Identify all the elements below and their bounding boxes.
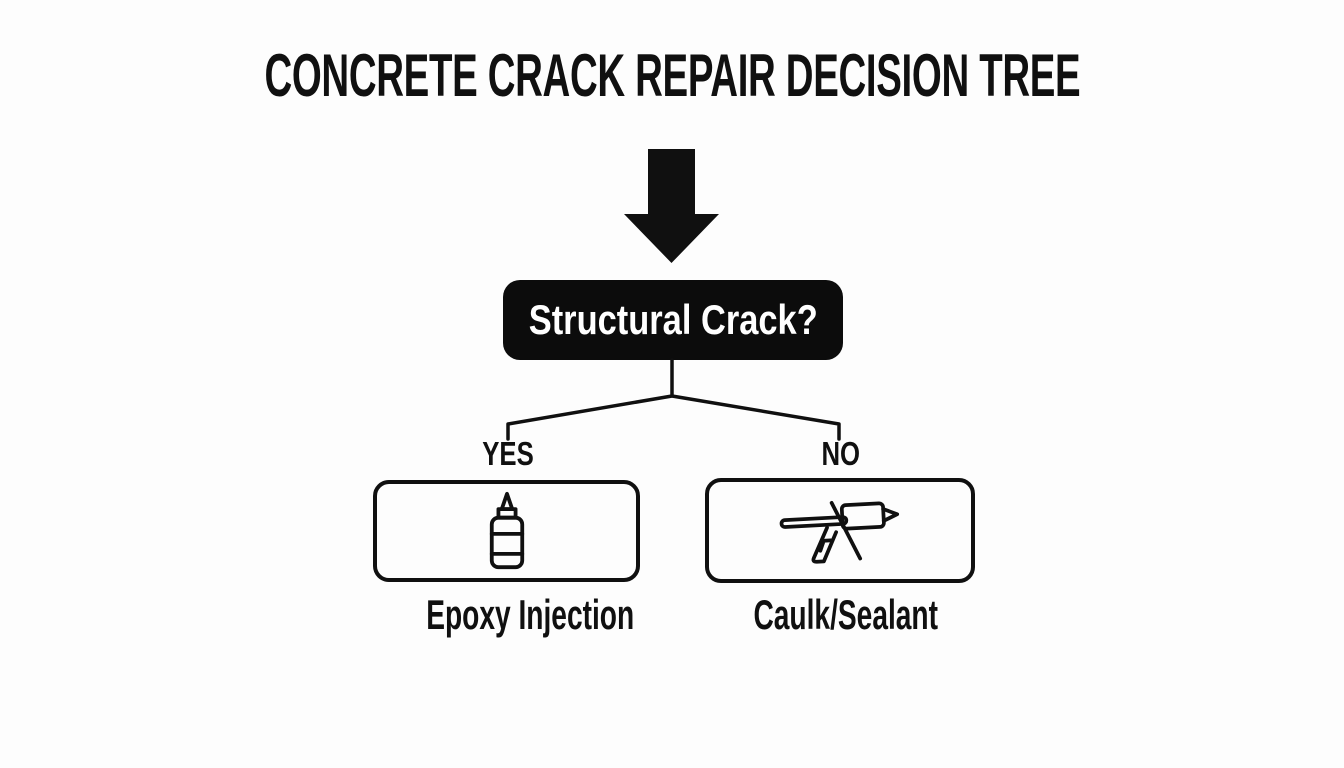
branch-label-yes: YES (428, 437, 588, 470)
outcome-label-caulk-text: Caulk/Sealant (753, 591, 939, 638)
outcome-box-caulk (705, 478, 975, 583)
outcome-box-epoxy (373, 480, 640, 582)
branch-label-no-text: NO (821, 435, 861, 472)
branch-label-yes-text: YES (482, 435, 534, 472)
outcome-label-caulk: Caulk/Sealant (708, 594, 972, 636)
decision-node-label: Structural Crack? (528, 296, 818, 343)
epoxy-bottle-icon (489, 491, 524, 570)
page-title-text: CONCRETE CRACK REPAIR DECISION TREE (264, 42, 1080, 109)
branch-label-no: NO (761, 437, 921, 470)
caulk-gun-icon (779, 500, 900, 564)
outcome-label-epoxy-text: Epoxy Injection (426, 591, 635, 638)
page-title: CONCRETE CRACK REPAIR DECISION TREE (0, 46, 1344, 106)
outcome-label-epoxy: Epoxy Injection (375, 594, 639, 636)
down-arrow-icon (624, 149, 719, 263)
decision-node: Structural Crack? (503, 280, 843, 360)
